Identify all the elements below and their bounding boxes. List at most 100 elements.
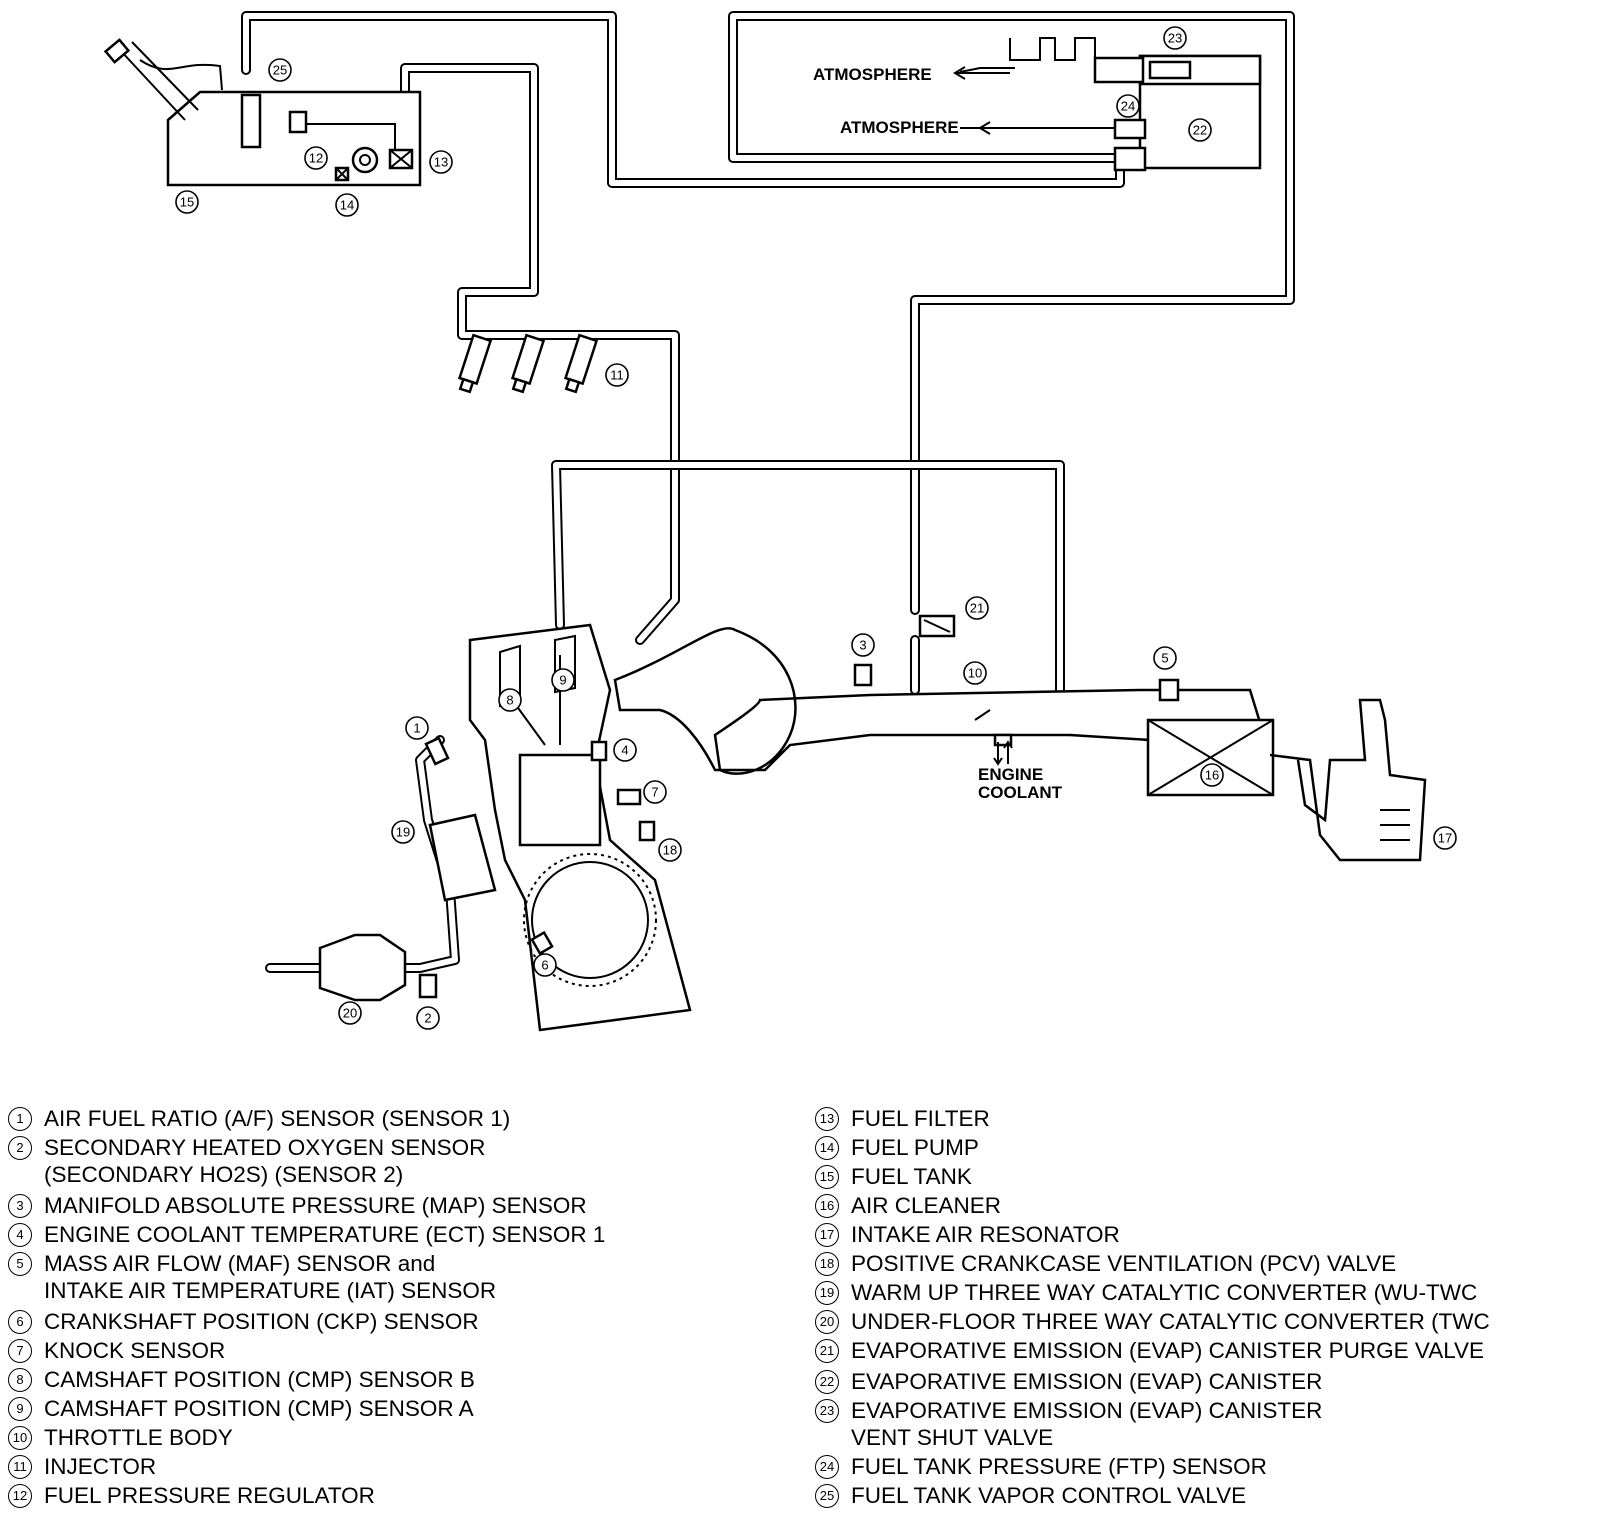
svg-text:2: 2 xyxy=(424,1011,431,1026)
fuel-tank xyxy=(103,38,422,187)
svg-text:21: 21 xyxy=(970,601,984,616)
legend-text: THROTTLE BODY xyxy=(44,1425,233,1450)
svg-text:14: 14 xyxy=(340,198,354,213)
legend-text: AIR CLEANER xyxy=(851,1193,1002,1218)
legend-number: 10 xyxy=(8,1426,32,1450)
callout-24: 24 xyxy=(1116,94,1140,118)
legend-text: FUEL FILTER xyxy=(851,1106,990,1131)
svg-text:25: 25 xyxy=(273,63,287,78)
legend-number: 22 xyxy=(815,1370,839,1394)
callout-9: 9 xyxy=(551,668,575,692)
legend-number: 5 xyxy=(8,1252,32,1276)
legend-text: EVAPORATIVE EMISSION (EVAP) CANISTER VEN… xyxy=(851,1398,1323,1450)
legend-number: 9 xyxy=(8,1397,32,1421)
legend-number: 3 xyxy=(8,1194,32,1218)
legend-number: 19 xyxy=(815,1281,839,1305)
callout-16: 16 xyxy=(1200,763,1224,787)
svg-text:18: 18 xyxy=(663,843,677,858)
callout-10: 10 xyxy=(963,661,987,685)
legend-item: 11 INJECTOR xyxy=(8,1453,798,1480)
engine-control-system-diagram: ATMOSPHERE ATMOSPHERE ENGINE COOLANT 1 2… xyxy=(103,11,1457,1032)
legend-text: FUEL PRESSURE REGULATOR xyxy=(44,1483,375,1508)
svg-text:15: 15 xyxy=(180,195,194,210)
svg-text:19: 19 xyxy=(396,825,410,840)
callout-12: 12 xyxy=(304,146,328,170)
legend-text: WARM UP THREE WAY CATALYTIC CONVERTER (W… xyxy=(851,1280,1478,1305)
legend-number: 16 xyxy=(815,1194,839,1218)
legend-number: 23 xyxy=(815,1399,839,1423)
callout-18: 18 xyxy=(658,838,682,862)
legend-text: EVAPORATIVE EMISSION (EVAP) CANISTER xyxy=(851,1369,1323,1394)
legend-item: 10 THROTTLE BODY xyxy=(8,1424,798,1451)
legend-item: 22 EVAPORATIVE EMISSION (EVAP) CANISTER xyxy=(815,1368,1600,1395)
callout-7: 7 xyxy=(643,780,667,804)
legend-item: 4 ENGINE COOLANT TEMPERATURE (ECT) SENSOR… xyxy=(8,1221,798,1248)
atmosphere-arrow-top xyxy=(953,66,1010,80)
svg-text:7: 7 xyxy=(651,785,658,800)
legend-text: SECONDARY HEATED OXYGEN SENSOR (SECONDAR… xyxy=(44,1135,486,1187)
svg-text:17: 17 xyxy=(1438,831,1452,846)
legend-number: 11 xyxy=(8,1455,32,1479)
legend-number: 21 xyxy=(815,1339,839,1363)
svg-text:8: 8 xyxy=(506,693,513,708)
callout-11: 11 xyxy=(605,363,629,387)
callout-14: 14 xyxy=(335,193,359,217)
callout-8: 8 xyxy=(498,688,522,712)
callout-5: 5 xyxy=(1153,646,1177,670)
svg-text:24: 24 xyxy=(1121,99,1135,114)
legend-text: ENGINE COOLANT TEMPERATURE (ECT) SENSOR … xyxy=(44,1222,606,1247)
svg-text:6: 6 xyxy=(541,958,548,973)
legend-number: 15 xyxy=(815,1165,839,1189)
callout-23: 23 xyxy=(1163,26,1187,50)
svg-text:5: 5 xyxy=(1161,651,1168,666)
legend-number: 2 xyxy=(8,1136,32,1160)
svg-text:10: 10 xyxy=(968,666,982,681)
legend-item: 19 WARM UP THREE WAY CATALYTIC CONVERTER … xyxy=(815,1279,1600,1306)
callout-1: 1 xyxy=(405,716,429,740)
legend-item: 12 FUEL PRESSURE REGULATOR xyxy=(8,1482,798,1509)
atmosphere-label-bottom: ATMOSPHERE xyxy=(840,118,959,137)
legend-text: POSITIVE CRANKCASE VENTILATION (PCV) VAL… xyxy=(851,1251,1397,1276)
legend-number: 7 xyxy=(8,1339,32,1363)
callout-20: 20 xyxy=(338,1001,362,1025)
legend-item: 23 EVAPORATIVE EMISSION (EVAP) CANISTER V… xyxy=(815,1397,1600,1451)
callout-4: 4 xyxy=(613,738,637,762)
legend-item: 15 FUEL TANK xyxy=(815,1163,1600,1190)
callout-21: 21 xyxy=(965,596,989,620)
legend-text: INTAKE AIR RESONATOR xyxy=(851,1222,1120,1247)
legend-number: 4 xyxy=(8,1223,32,1247)
legend-item: 9 CAMSHAFT POSITION (CMP) SENSOR A xyxy=(8,1395,798,1422)
legend-text: FUEL PUMP xyxy=(851,1135,979,1160)
atmosphere-label-top: ATMOSPHERE xyxy=(813,65,932,84)
legend-number: 25 xyxy=(815,1484,839,1508)
svg-text:13: 13 xyxy=(434,155,448,170)
svg-text:16: 16 xyxy=(1205,768,1219,783)
svg-text:22: 22 xyxy=(1193,123,1207,138)
svg-text:4: 4 xyxy=(621,743,628,758)
callout-19: 19 xyxy=(391,820,415,844)
callout-2: 2 xyxy=(416,1006,440,1030)
legend-text: INJECTOR xyxy=(44,1454,157,1479)
callout-22: 22 xyxy=(1188,118,1212,142)
legend-text: CRANKSHAFT POSITION (CKP) SENSOR xyxy=(44,1309,479,1334)
legend-text: CAMSHAFT POSITION (CMP) SENSOR A xyxy=(44,1396,474,1421)
legend-text: CAMSHAFT POSITION (CMP) SENSOR B xyxy=(44,1367,475,1392)
svg-text:23: 23 xyxy=(1168,31,1182,46)
svg-text:11: 11 xyxy=(610,368,624,383)
legend-text: AIR FUEL RATIO (A/F) SENSOR (SENSOR 1) xyxy=(44,1106,511,1131)
legend-number: 12 xyxy=(8,1484,32,1508)
legend-text: FUEL TANK xyxy=(851,1164,972,1189)
legend-item: 2 SECONDARY HEATED OXYGEN SENSOR (SECONDA… xyxy=(8,1134,798,1188)
